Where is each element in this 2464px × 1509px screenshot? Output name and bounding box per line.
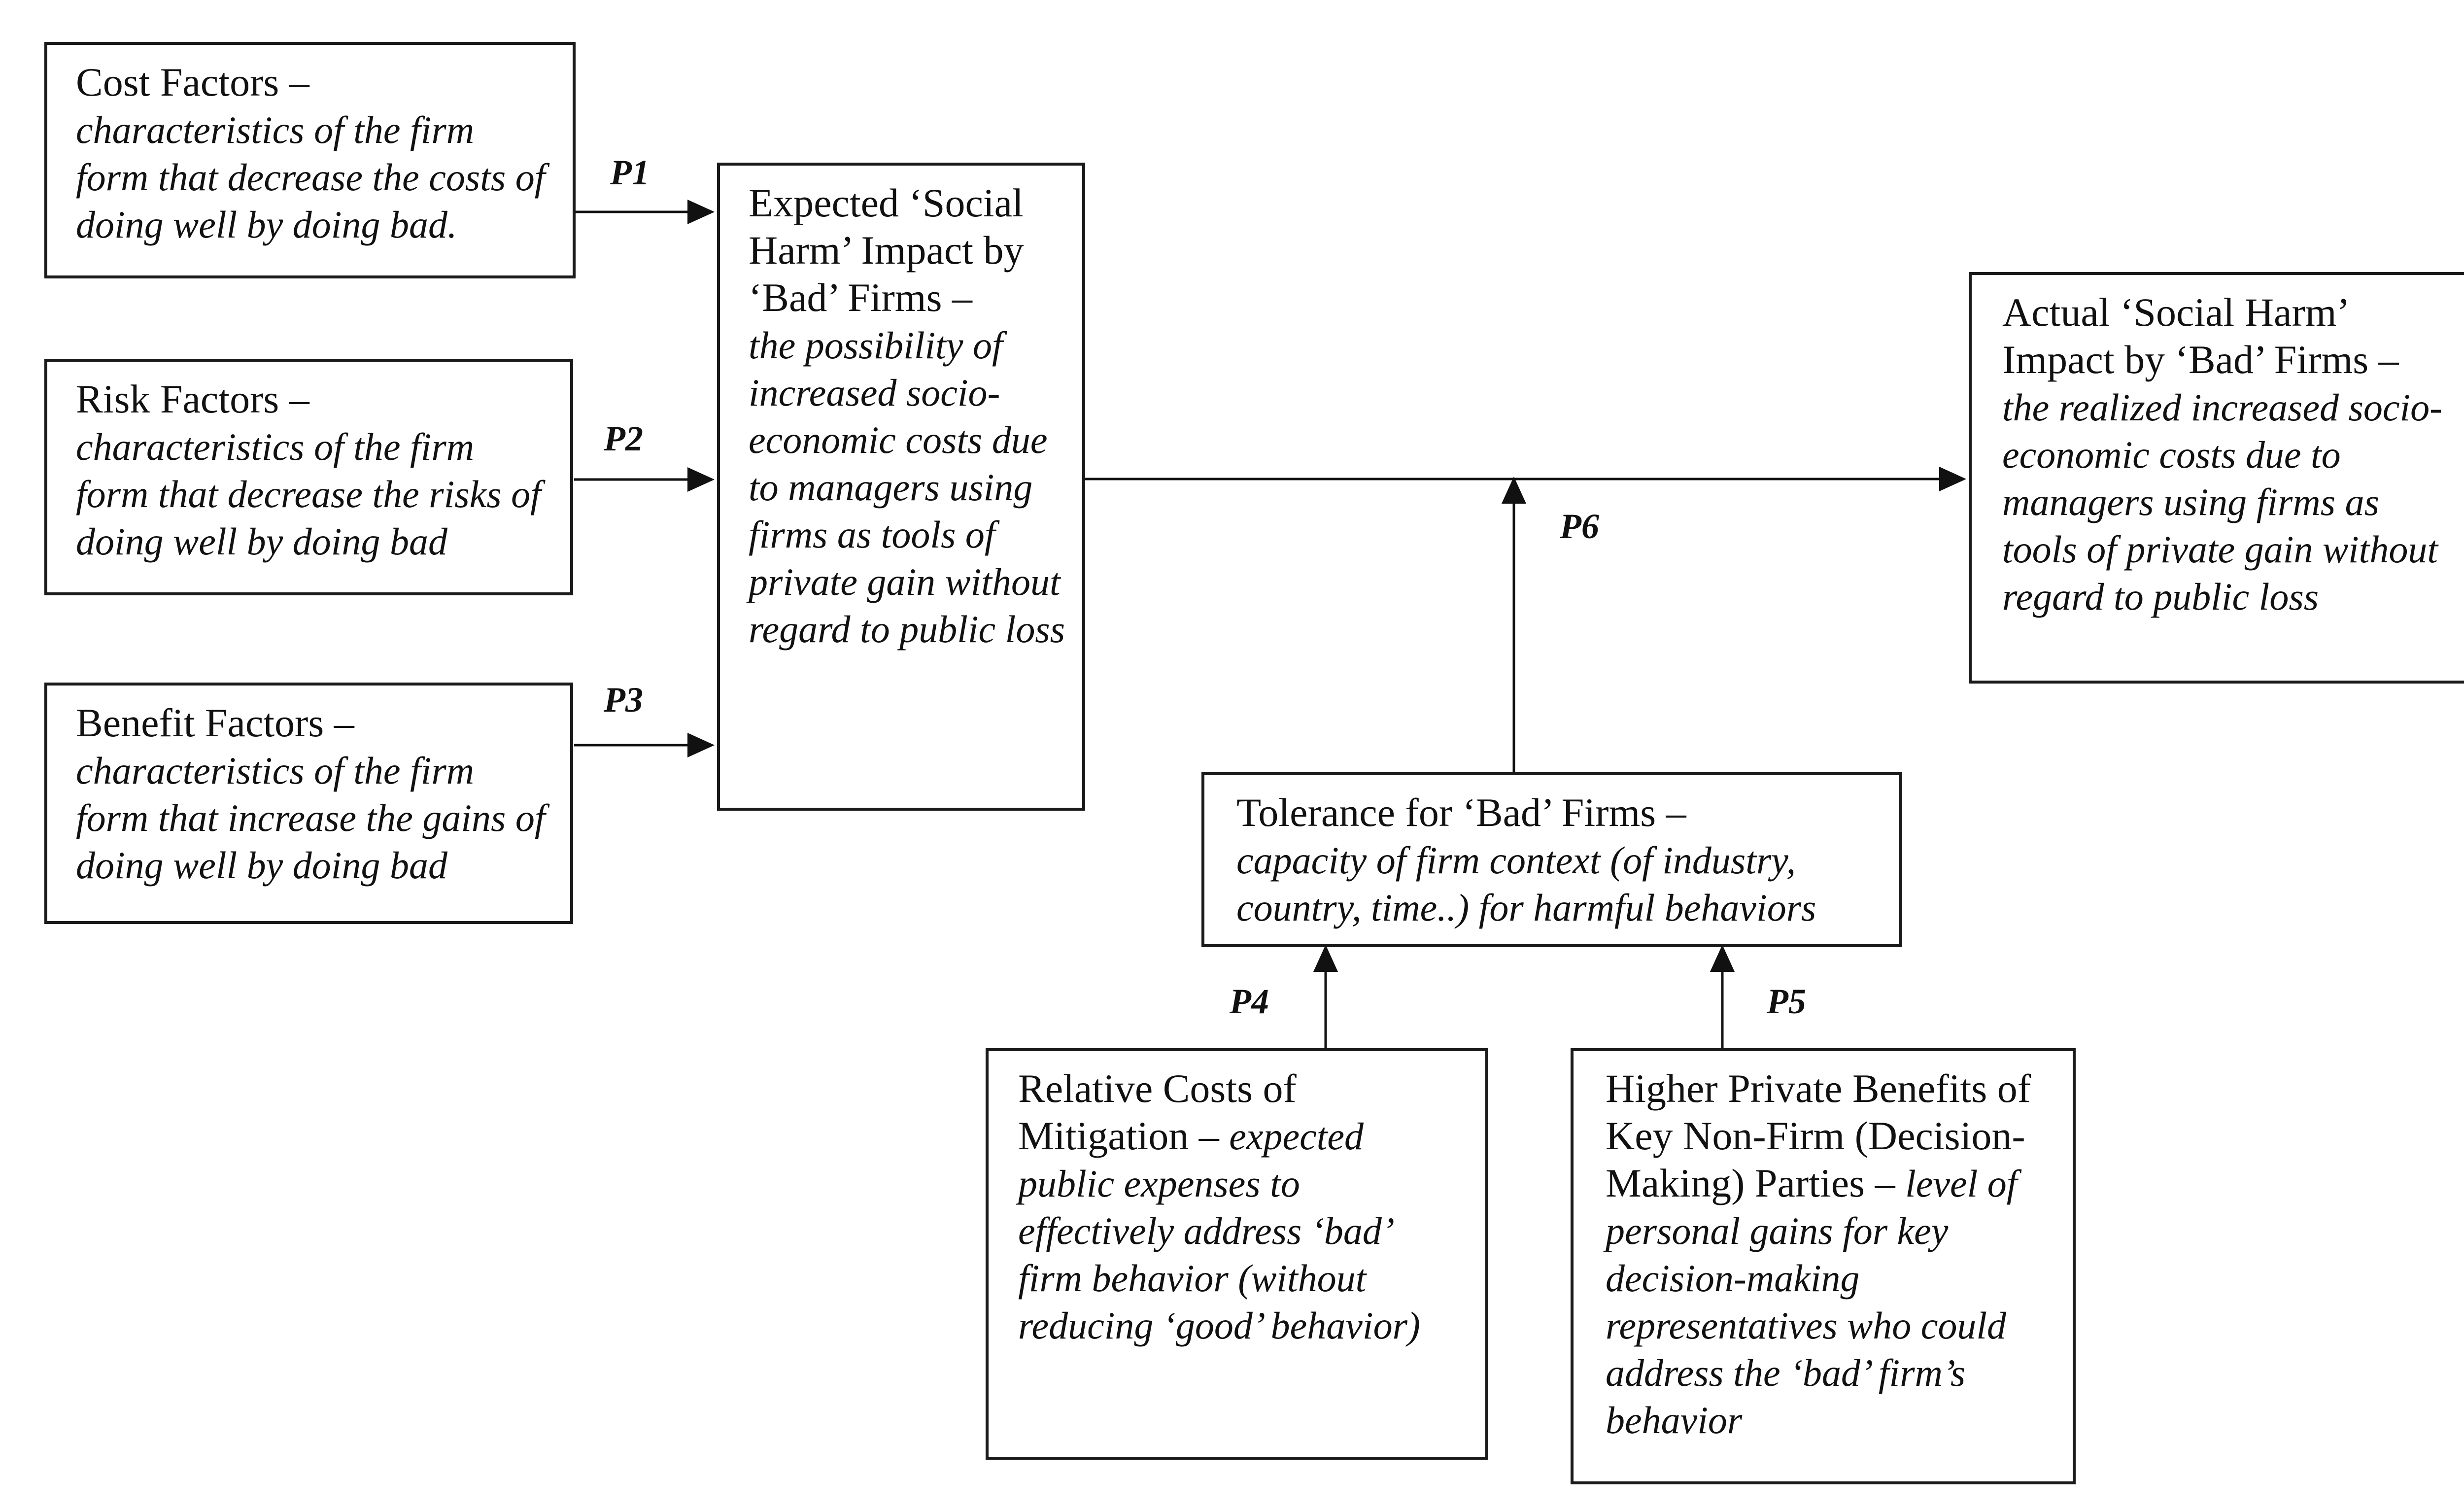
edge-p3-arrowhead xyxy=(687,733,715,757)
node-tolerance-desc: capacity of firm context (of industry, c… xyxy=(1236,839,1816,929)
node-mitigation-costs: Relative Costs of Mitigation – expected … xyxy=(986,1048,1488,1460)
node-risk-factors-title: Risk Factors – xyxy=(76,377,309,421)
edge-expected-to-actual-arrowhead xyxy=(1939,467,1966,491)
node-expected-social-harm: Expected ‘Social Harm’ Impact by ‘Bad’ F… xyxy=(717,163,1085,811)
node-private-benefits: Higher Private Benefits of Key Non-Firm … xyxy=(1571,1048,2076,1484)
node-benefit-factors-title: Benefit Factors – xyxy=(76,700,354,745)
edge-label-p1: P1 xyxy=(610,153,650,192)
node-cost-factors-desc: characteristics of the firm form that de… xyxy=(76,108,546,246)
node-private-benefits-title: Higher Private Benefits of Key Non-Firm … xyxy=(1606,1066,2031,1205)
edge-label-p5: P5 xyxy=(1767,982,1806,1021)
node-private-benefits-desc: level of personal gains for key decision… xyxy=(1606,1162,2018,1441)
node-expected-social-harm-desc: the possibility of increased socio-econo… xyxy=(749,324,1065,651)
edge-p6-arrowhead xyxy=(1502,477,1526,504)
edge-p5-arrowhead xyxy=(1710,945,1735,972)
node-risk-factors-desc: characteristics of the firm form that de… xyxy=(76,425,541,563)
edge-label-p3: P3 xyxy=(604,680,643,720)
edge-label-p4: P4 xyxy=(1230,982,1269,1021)
node-mitigation-costs-title: Relative Costs of Mitigation – xyxy=(1018,1066,1297,1158)
edge-p4-arrowhead xyxy=(1313,945,1338,972)
node-benefit-factors: Benefit Factors – characteristics of the… xyxy=(44,683,573,924)
node-risk-factors: Risk Factors – characteristics of the fi… xyxy=(44,359,573,595)
node-cost-factors-title: Cost Factors – xyxy=(76,60,309,104)
node-mitigation-costs-desc: expected public expenses to effectively … xyxy=(1018,1115,1420,1347)
edge-label-p2: P2 xyxy=(604,419,643,458)
edge-label-p6: P6 xyxy=(1560,507,1599,546)
node-actual-social-harm-desc: the realized increased socio-economic co… xyxy=(2002,386,2443,618)
edge-p1-arrowhead xyxy=(687,200,715,224)
node-benefit-factors-desc: characteristics of the firm form that in… xyxy=(76,749,546,887)
node-cost-factors: Cost Factors – characteristics of the fi… xyxy=(44,42,576,278)
node-actual-social-harm: Actual ‘Social Harm’ Impact by ‘Bad’ Fir… xyxy=(1969,272,2464,684)
edge-p2-arrowhead xyxy=(687,467,715,492)
node-tolerance: Tolerance for ‘Bad’ Firms – capacity of … xyxy=(1201,772,1902,947)
node-actual-social-harm-title: Actual ‘Social Harm’ Impact by ‘Bad’ Fir… xyxy=(2002,290,2399,382)
node-expected-social-harm-title: Expected ‘Social Harm’ Impact by ‘Bad’ F… xyxy=(749,180,1024,320)
node-tolerance-title: Tolerance for ‘Bad’ Firms – xyxy=(1236,790,1686,835)
